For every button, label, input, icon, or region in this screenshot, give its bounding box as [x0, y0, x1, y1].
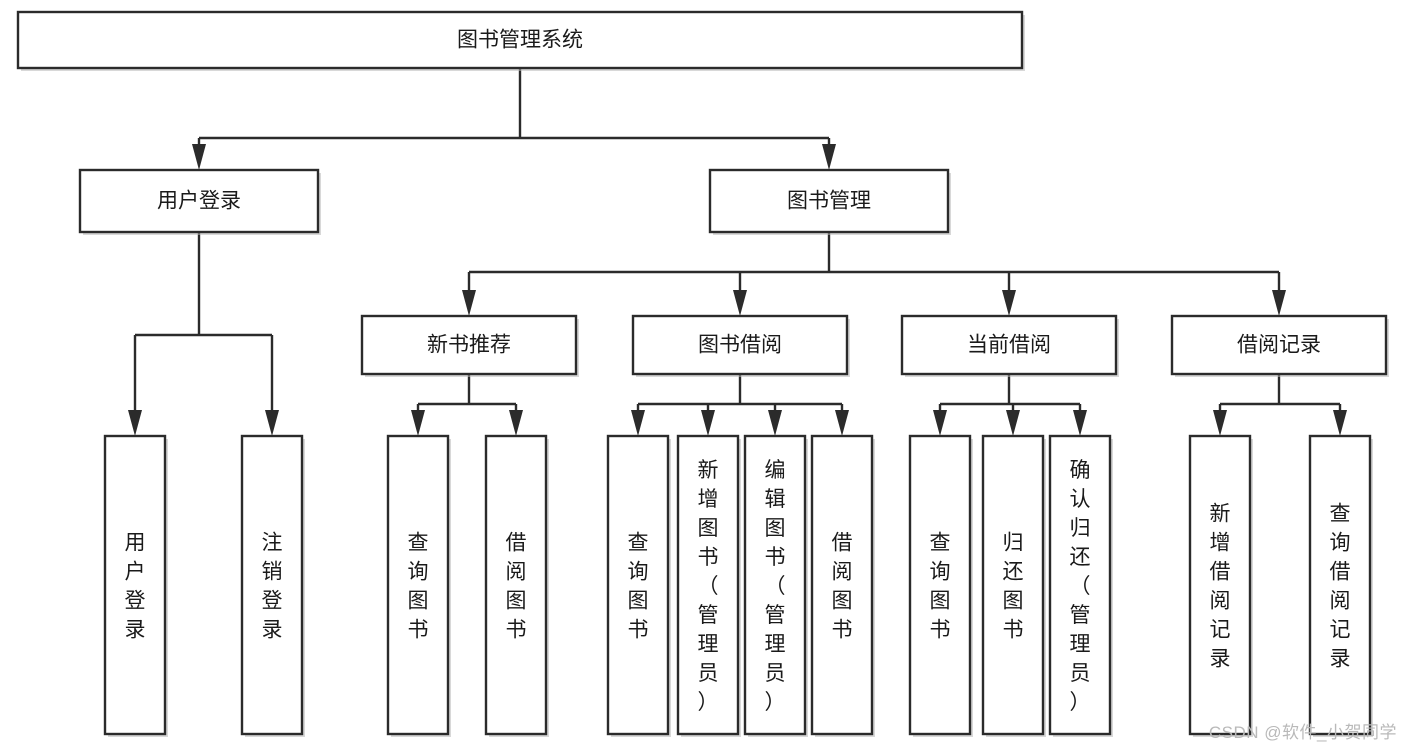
edge-arrowhead-icon — [1272, 290, 1286, 316]
node-box[interactable] — [810, 434, 874, 736]
node-box[interactable] — [1188, 434, 1252, 736]
node-box[interactable] — [631, 314, 849, 376]
node-leaf-leaf-add-book-admin[interactable]: 新增图书（管理员） — [676, 434, 741, 737]
edge-arrowhead-icon — [411, 410, 425, 436]
edge-arrowhead-icon — [933, 410, 947, 436]
node-leaf-leaf-confirm-return-admin[interactable]: 确认归还（管理员） — [1048, 434, 1113, 737]
edge-arrowhead-icon — [265, 410, 279, 436]
nodes-layer: 图书管理系统用户登录图书管理新书推荐图书借阅当前借阅借阅记录用户登录注销登录查询… — [16, 10, 1389, 737]
edge-arrowhead-icon — [509, 410, 523, 436]
node-submodule-new-book-recommend[interactable]: 新书推荐 — [360, 314, 579, 377]
node-label: 借阅记录 — [1237, 334, 1321, 357]
edge-arrowhead-icon — [128, 410, 142, 436]
node-box[interactable] — [386, 434, 450, 736]
node-leaf-leaf-add-borrow-record[interactable]: 新增借阅记录 — [1188, 434, 1253, 737]
node-box[interactable] — [708, 168, 950, 234]
edge-arrowhead-icon — [768, 410, 782, 436]
node-label: 图书管理系统 — [457, 29, 583, 52]
node-box[interactable] — [78, 168, 320, 234]
node-box[interactable] — [743, 434, 807, 736]
edge-group-new-book-recommend — [411, 374, 523, 436]
edge-arrowhead-icon — [1213, 410, 1227, 436]
node-submodule-borrow-record[interactable]: 借阅记录 — [1170, 314, 1389, 377]
node-label: 查询借阅记录 — [1330, 503, 1351, 671]
edge-arrowhead-icon — [1333, 410, 1347, 436]
csdn-watermark: CSDN @软件_小贺同学 — [1208, 723, 1397, 742]
node-box[interactable] — [908, 434, 972, 736]
edge-arrowhead-icon — [192, 144, 206, 170]
node-box[interactable] — [676, 434, 740, 736]
edge-arrowhead-icon — [462, 290, 476, 316]
node-label: 确认归还（管理员） — [1070, 459, 1091, 714]
edge-arrowhead-icon — [1002, 290, 1016, 316]
node-leaf-leaf-borrow-book-recommend[interactable]: 借阅图书 — [484, 434, 549, 737]
node-box[interactable] — [900, 314, 1118, 376]
edge-group-borrow-record — [1213, 374, 1347, 436]
node-box[interactable] — [484, 434, 548, 736]
node-leaf-leaf-query-book-borrow[interactable]: 查询图书 — [606, 434, 671, 737]
edge-arrowhead-icon — [1006, 410, 1020, 436]
node-box[interactable] — [1048, 434, 1112, 736]
edge-group-current-borrow — [933, 374, 1087, 436]
edge-arrowhead-icon — [835, 410, 849, 436]
node-label: 新增图书（管理员） — [698, 459, 719, 714]
node-label: 查询图书 — [930, 532, 951, 642]
edge-arrowhead-icon — [631, 410, 645, 436]
node-label: 新书推荐 — [427, 334, 511, 357]
node-label: 查询图书 — [628, 532, 649, 642]
node-label: 用户登录 — [157, 190, 241, 213]
node-box[interactable] — [16, 10, 1024, 70]
edges-layer — [128, 68, 1347, 436]
edge-arrowhead-icon — [701, 410, 715, 436]
node-label: 归还图书 — [1003, 532, 1024, 642]
node-module-user-login-module[interactable]: 用户登录 — [78, 168, 321, 235]
edge-group-book-manage-module — [462, 232, 1286, 316]
node-label: 借阅图书 — [506, 532, 527, 642]
node-submodule-current-borrow[interactable]: 当前借阅 — [900, 314, 1119, 377]
node-leaf-leaf-edit-book-admin[interactable]: 编辑图书（管理员） — [743, 434, 808, 737]
node-box[interactable] — [606, 434, 670, 736]
node-leaf-leaf-query-book-recommend[interactable]: 查询图书 — [386, 434, 451, 737]
node-box[interactable] — [360, 314, 578, 376]
node-leaf-leaf-borrow-book[interactable]: 借阅图书 — [810, 434, 875, 737]
node-box[interactable] — [240, 434, 304, 736]
node-label: 查询图书 — [408, 532, 429, 642]
edge-group-user-login-module — [128, 232, 279, 436]
node-label: 注销登录 — [262, 532, 283, 642]
node-label: 用户登录 — [125, 532, 146, 642]
node-leaf-leaf-user-login[interactable]: 用户登录 — [103, 434, 168, 737]
node-module-book-manage-module[interactable]: 图书管理 — [708, 168, 951, 235]
node-box[interactable] — [1170, 314, 1388, 376]
node-leaf-leaf-query-borrow-record[interactable]: 查询借阅记录 — [1308, 434, 1373, 737]
node-box[interactable] — [981, 434, 1045, 736]
node-label: 借阅图书 — [832, 532, 853, 642]
node-label: 图书借阅 — [698, 334, 782, 357]
edge-group-root — [192, 68, 836, 170]
node-label: 新增借阅记录 — [1210, 503, 1231, 671]
node-leaf-leaf-return-book[interactable]: 归还图书 — [981, 434, 1046, 737]
node-box[interactable] — [1308, 434, 1372, 736]
edge-arrowhead-icon — [733, 290, 747, 316]
node-label: 编辑图书（管理员） — [765, 459, 786, 714]
node-label: 图书管理 — [787, 190, 871, 213]
node-leaf-leaf-query-book-current[interactable]: 查询图书 — [908, 434, 973, 737]
edge-group-book-borrow — [631, 374, 849, 436]
edge-arrowhead-icon — [822, 144, 836, 170]
node-leaf-leaf-user-logout[interactable]: 注销登录 — [240, 434, 305, 737]
node-submodule-book-borrow[interactable]: 图书借阅 — [631, 314, 850, 377]
node-label: 当前借阅 — [967, 334, 1051, 357]
node-box[interactable] — [103, 434, 167, 736]
edge-arrowhead-icon — [1073, 410, 1087, 436]
node-root-root[interactable]: 图书管理系统 — [16, 10, 1025, 71]
